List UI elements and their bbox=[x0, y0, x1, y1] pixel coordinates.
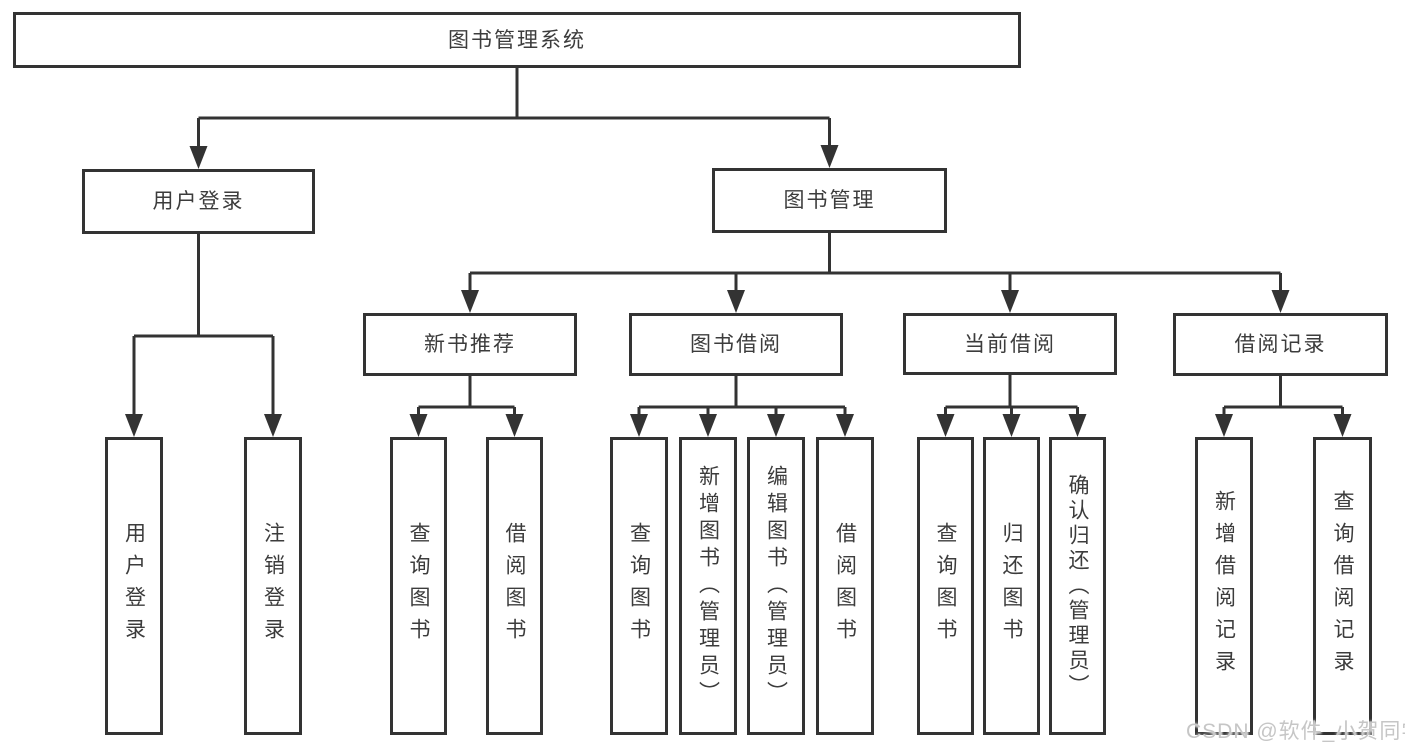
leaf-return-books: 归还图书 bbox=[983, 437, 1040, 735]
node-current-borrow: 当前借阅 bbox=[903, 313, 1117, 375]
leaf-edit-books-admin: 编辑图书（管理员） bbox=[747, 437, 805, 735]
leaf-borrow-books: 借阅图书 bbox=[816, 437, 874, 735]
leaf-user-login: 用户登录 bbox=[105, 437, 163, 735]
node-borrow-records: 借阅记录 bbox=[1173, 313, 1388, 376]
node-book-borrow: 图书借阅 bbox=[629, 313, 843, 376]
leaf-query-books-current: 查询图书 bbox=[917, 437, 974, 735]
leaf-confirm-return-admin: 确认归还（管理员） bbox=[1049, 437, 1106, 735]
leaf-add-books-admin: 新增图书（管理员） bbox=[679, 437, 737, 735]
leaf-logout: 注销登录 bbox=[244, 437, 302, 735]
leaf-add-borrow-record: 新增借阅记录 bbox=[1195, 437, 1253, 735]
node-user-login: 用户登录 bbox=[82, 169, 315, 234]
node-book-management: 图书管理 bbox=[712, 168, 947, 233]
leaf-query-books-borrow: 查询图书 bbox=[610, 437, 668, 735]
csdn-watermark: CSDN @软件_小贺同学 bbox=[1186, 720, 1405, 743]
leaf-borrow-books-recommend: 借阅图书 bbox=[486, 437, 543, 735]
node-new-book-recommend: 新书推荐 bbox=[363, 313, 577, 376]
node-library-management-system: 图书管理系统 bbox=[13, 12, 1021, 68]
leaf-query-borrow-record: 查询借阅记录 bbox=[1313, 437, 1372, 735]
leaf-query-books-recommend: 查询图书 bbox=[390, 437, 447, 735]
